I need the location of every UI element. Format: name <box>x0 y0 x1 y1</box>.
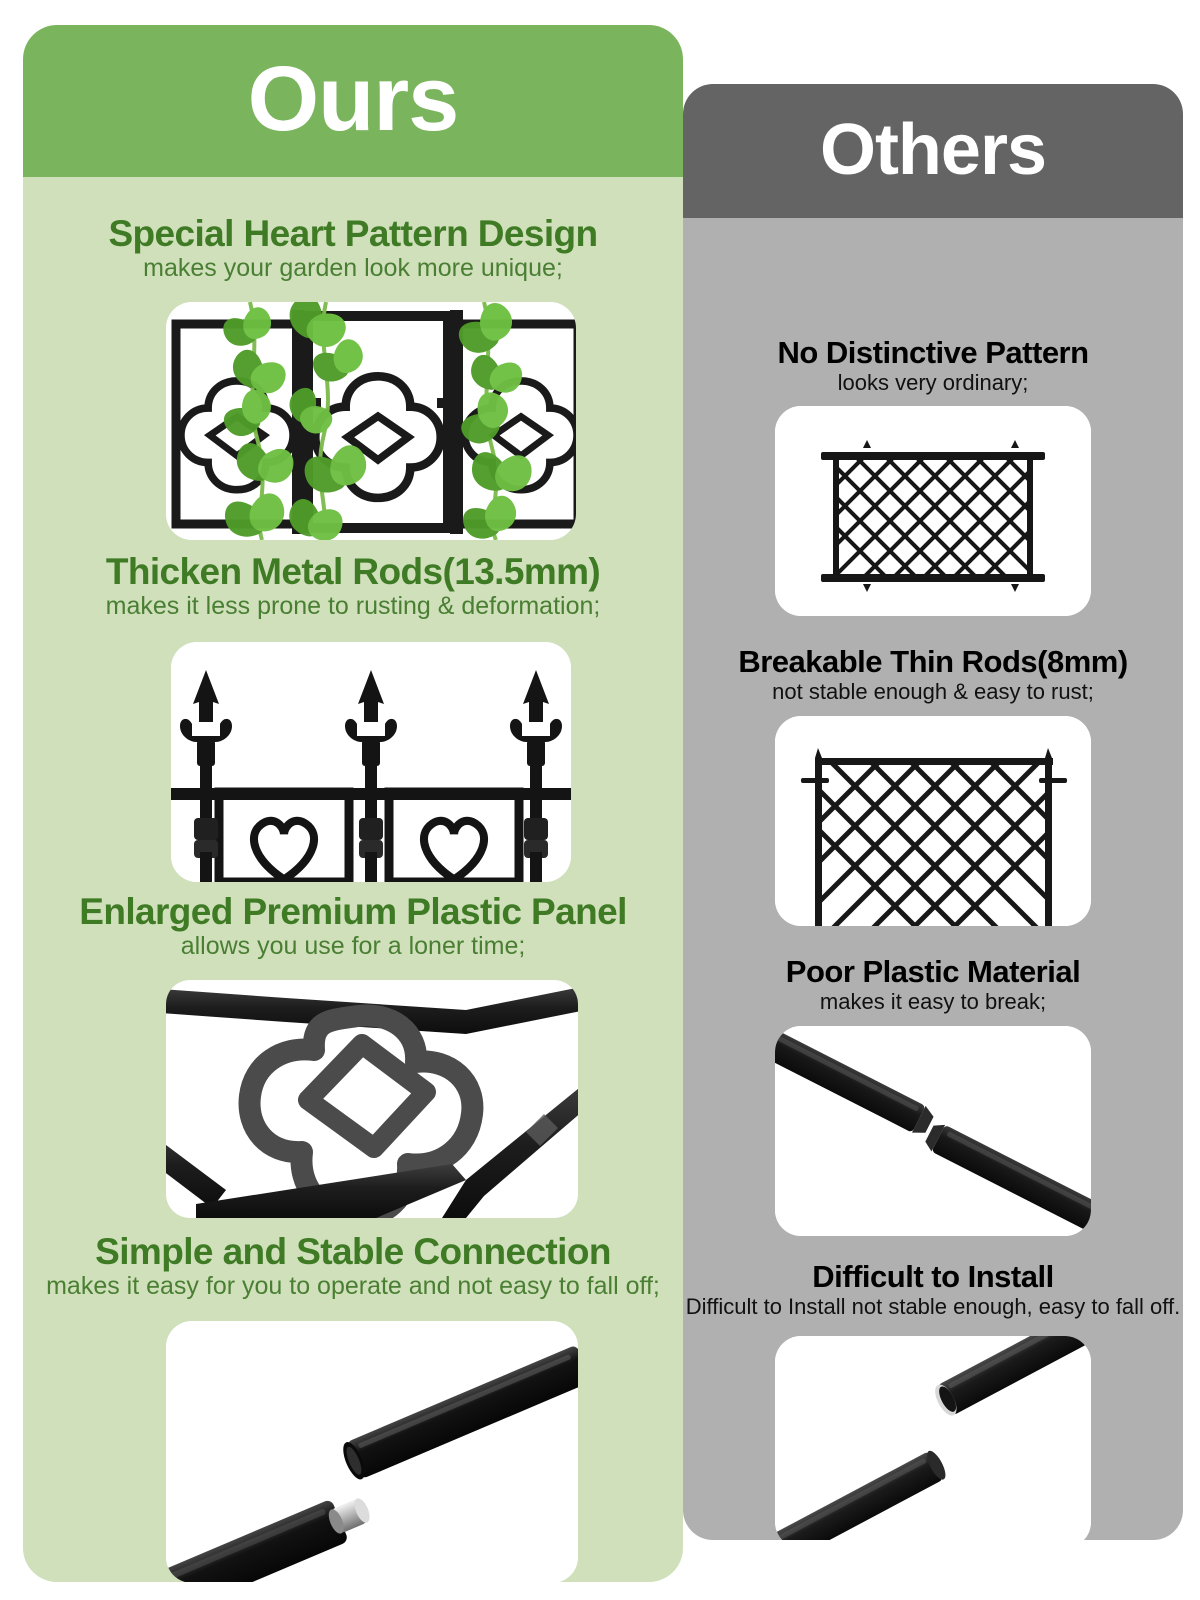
thin-rod-lattice-panel-image <box>775 716 1091 926</box>
ours-feature-3-subtitle: allows you use for a loner time; <box>180 932 526 961</box>
ours-feature-1-subtitle: makes your garden look more unique; <box>143 254 563 283</box>
ours-feature-3-title: Enlarged Premium Plastic Panel <box>79 891 627 932</box>
others-feature-2: Breakable Thin Rods(8mm) not stable enou… <box>683 644 1183 705</box>
spear-finial-metal-rods-image <box>171 642 571 882</box>
ours-feature-2-subtitle: makes it less prone to rusting & deforma… <box>105 592 601 621</box>
others-feature-3: Poor Plastic Material makes it easy to b… <box>683 954 1183 1015</box>
others-feature-1-title: No Distinctive Pattern <box>777 335 1089 370</box>
others-feature-3-title: Poor Plastic Material <box>785 954 1081 989</box>
plain-diagonal-lattice-fence-image <box>775 406 1091 616</box>
broken-plastic-rod-image <box>775 1026 1091 1236</box>
others-feature-1-subtitle: looks very ordinary; <box>837 370 1029 396</box>
others-feature-4-title: Difficult to Install <box>812 1259 1054 1294</box>
ours-feature-1: Special Heart Pattern Design makes your … <box>23 213 683 283</box>
others-feature-1: No Distinctive Pattern looks very ordina… <box>683 335 1183 396</box>
heart-pattern-fence-with-ivy-image <box>166 302 576 540</box>
ours-feature-4-title: Simple and Stable Connection <box>95 1231 611 1272</box>
ours-feature-2: Thicken Metal Rods(13.5mm) makes it less… <box>23 551 683 621</box>
others-feature-4-subtitle: Difficult to Install not stable enough, … <box>685 1294 1181 1320</box>
ours-feature-3: Enlarged Premium Plastic Panel allows yo… <box>23 891 683 961</box>
others-header-bar: Others <box>683 84 1183 218</box>
ours-feature-2-title: Thicken Metal Rods(13.5mm) <box>105 551 601 592</box>
ours-feature-4: Simple and Stable Connection makes it ea… <box>23 1231 683 1301</box>
quatrefoil-plastic-panel-closeup-image <box>166 980 578 1218</box>
tube-with-chrome-connector-pin-image <box>166 1321 578 1582</box>
ours-feature-4-subtitle: makes it easy for you to operate and not… <box>46 1272 660 1301</box>
ours-header-bar: Ours <box>23 25 683 177</box>
ours-header-title: Ours <box>247 48 460 150</box>
others-feature-3-subtitle: makes it easy to break; <box>819 989 1047 1015</box>
others-feature-2-title: Breakable Thin Rods(8mm) <box>738 644 1128 679</box>
ours-panel: Ours Special Heart Pattern Design makes … <box>23 25 683 1582</box>
others-feature-4: Difficult to Install Difficult to Instal… <box>683 1259 1183 1320</box>
others-header-title: Others <box>819 110 1047 190</box>
two-disconnected-tubes-image <box>775 1336 1091 1540</box>
ours-feature-1-title: Special Heart Pattern Design <box>108 213 598 254</box>
others-feature-2-subtitle: not stable enough & easy to rust; <box>772 679 1094 705</box>
others-panel: Others No Distinctive Pattern looks very… <box>683 84 1183 1540</box>
